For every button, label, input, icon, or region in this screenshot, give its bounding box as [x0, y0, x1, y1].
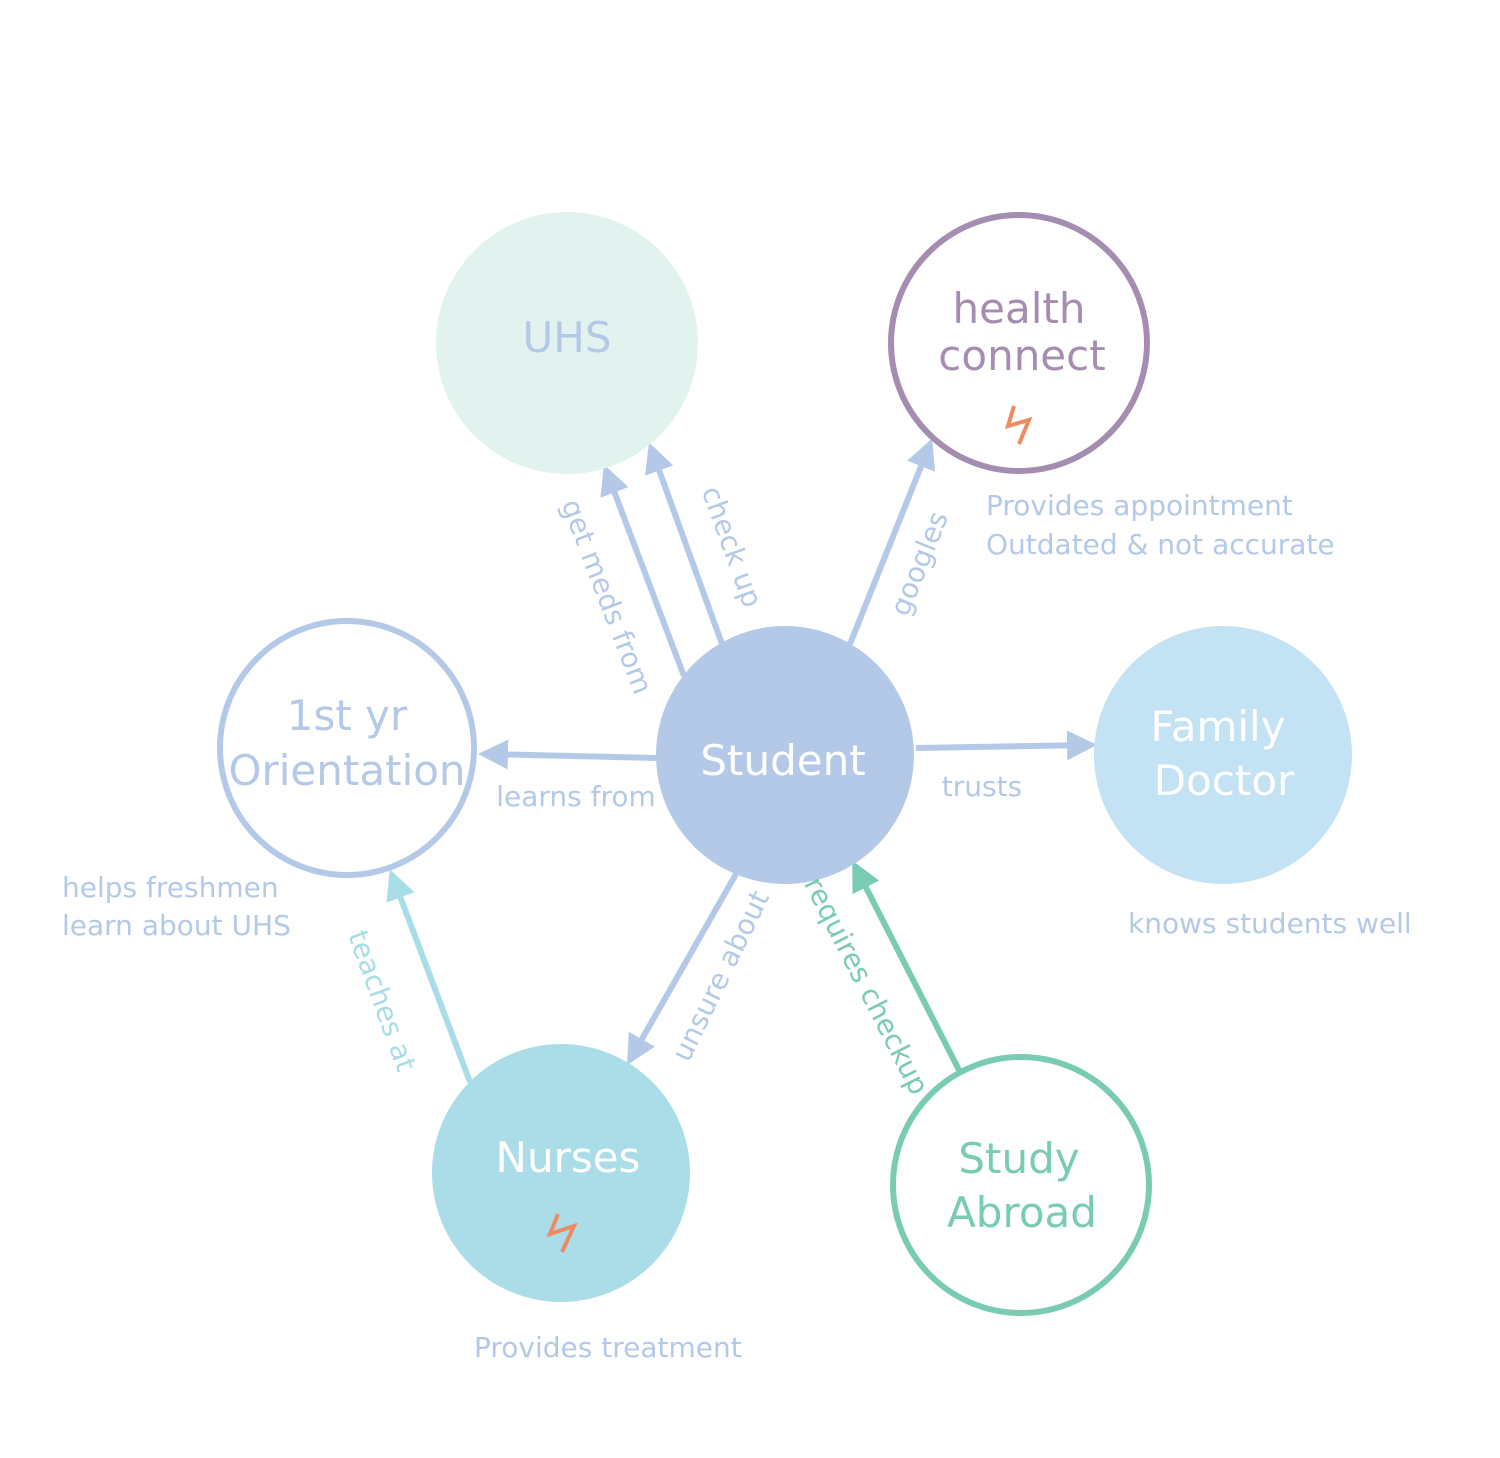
node-orientation-circle: [217, 618, 477, 878]
edge-label-trusts: trusts: [942, 770, 1022, 803]
node-uhs: UHS: [436, 212, 698, 474]
node-family-doctor: Family Doctor: [1094, 626, 1352, 884]
node-student: Student: [656, 626, 914, 884]
edge-label-get-meds-from: get meds from: [555, 495, 660, 699]
node-nurses-circle: [432, 1044, 690, 1302]
node-nurses-label: Nurses: [496, 1133, 641, 1182]
node-study-abroad: Study Abroad: [890, 1054, 1152, 1316]
note-nurses: Provides treatment: [474, 1331, 742, 1364]
edge-googles: [847, 438, 936, 646]
node-family-doctor-label-line1: Family: [1150, 702, 1285, 751]
node-orientation-label-line1: 1st yr: [287, 691, 408, 740]
lightning-bolt-icon: [1005, 405, 1033, 445]
node-family-doctor-circle: [1094, 626, 1352, 884]
node-health-connect: health connect: [888, 212, 1150, 474]
node-nurses: Nurses: [432, 1044, 690, 1302]
edge-check-up: [645, 442, 725, 646]
edge-learns-from: [478, 739, 657, 770]
edge-teaches-at: [386, 869, 473, 1084]
node-uhs-label: UHS: [523, 313, 612, 362]
node-health-connect-label-line2: connect: [938, 331, 1105, 380]
lightning-bolt-icon: [546, 1213, 578, 1253]
node-health-connect-circle: [888, 212, 1150, 474]
edge-requires-checkup: [852, 860, 963, 1074]
edge-label-teaches-at: teaches at: [341, 926, 422, 1076]
node-study-abroad-label-line1: Study: [958, 1134, 1079, 1183]
edge-unsure-about: [627, 872, 739, 1066]
edge-trusts: [915, 730, 1097, 761]
note-orientation-line2: learn about UHS: [62, 909, 291, 942]
edge-label-googles: googles: [883, 507, 955, 621]
note-family-doctor: knows students well: [1128, 907, 1412, 940]
node-student-label: Student: [700, 736, 865, 785]
node-student-circle: [656, 626, 914, 884]
node-study-abroad-label-line2: Abroad: [947, 1188, 1097, 1237]
note-health-connect-line1: Provides appointment: [986, 489, 1293, 522]
edge-label-unsure-about: unsure about: [665, 885, 776, 1066]
node-uhs-circle: [436, 212, 698, 474]
node-family-doctor-label-line2: Doctor: [1154, 756, 1295, 805]
edge-label-learns-from: learns from: [496, 780, 656, 813]
note-orientation-line1: helps freshmen: [62, 871, 279, 904]
node-study-abroad-circle: [890, 1054, 1152, 1316]
note-health-connect-line2: Outdated & not accurate: [986, 528, 1335, 561]
node-orientation-label-line2: Orientation: [228, 746, 465, 795]
node-orientation: 1st yr Orientation: [217, 618, 477, 878]
edge-get-meds-from: [600, 464, 687, 678]
node-health-connect-label-line1: health: [953, 284, 1086, 333]
